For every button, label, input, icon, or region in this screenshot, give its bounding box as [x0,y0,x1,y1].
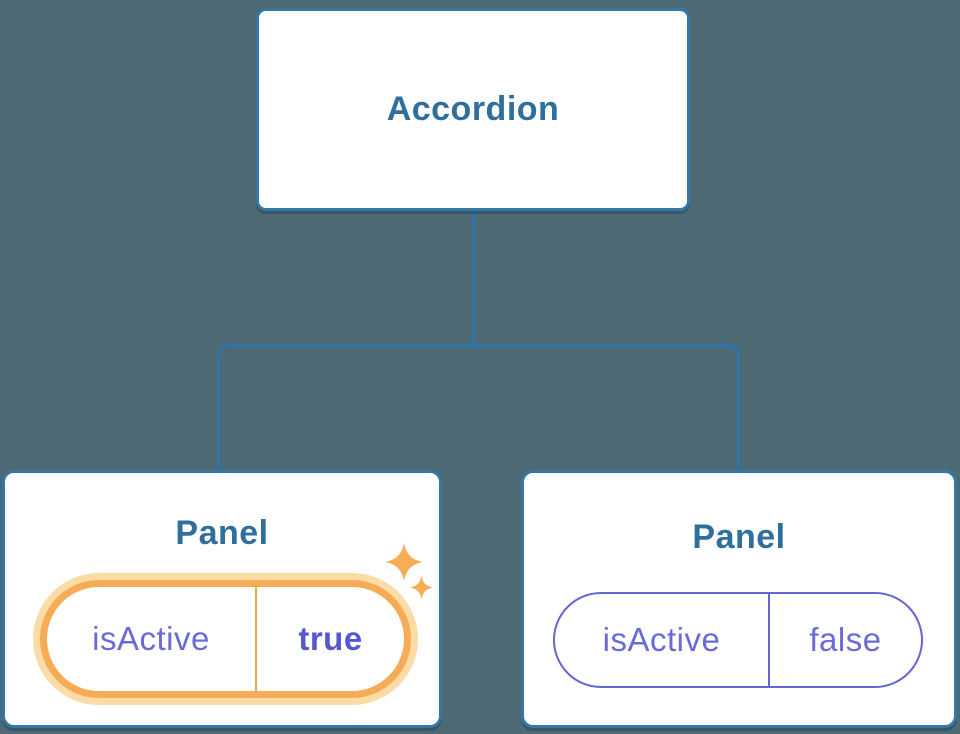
state-pill-inactive: isActive false [553,592,923,688]
panel-label: Panel [692,518,786,556]
sparkle-large [385,543,423,581]
sparkle-small [410,576,433,599]
panel-node-active: Panel isActive true [2,470,442,728]
accordion-node: Accordion [256,8,690,211]
state-key-label: isActive [602,621,721,658]
state-value-label: true [298,620,363,657]
pill-divider [768,594,770,686]
sparkles-icon [385,543,433,599]
state-pill-active: isActive true [40,580,411,698]
state-key-label: isActive [92,620,210,657]
panel-label: Panel [175,514,269,552]
accordion-label: Accordion [386,90,560,128]
pill-divider [255,587,257,691]
connector-branches [216,343,741,471]
panel-node-inactive: Panel isActive false [521,470,957,728]
state-value-label: false [809,621,882,658]
